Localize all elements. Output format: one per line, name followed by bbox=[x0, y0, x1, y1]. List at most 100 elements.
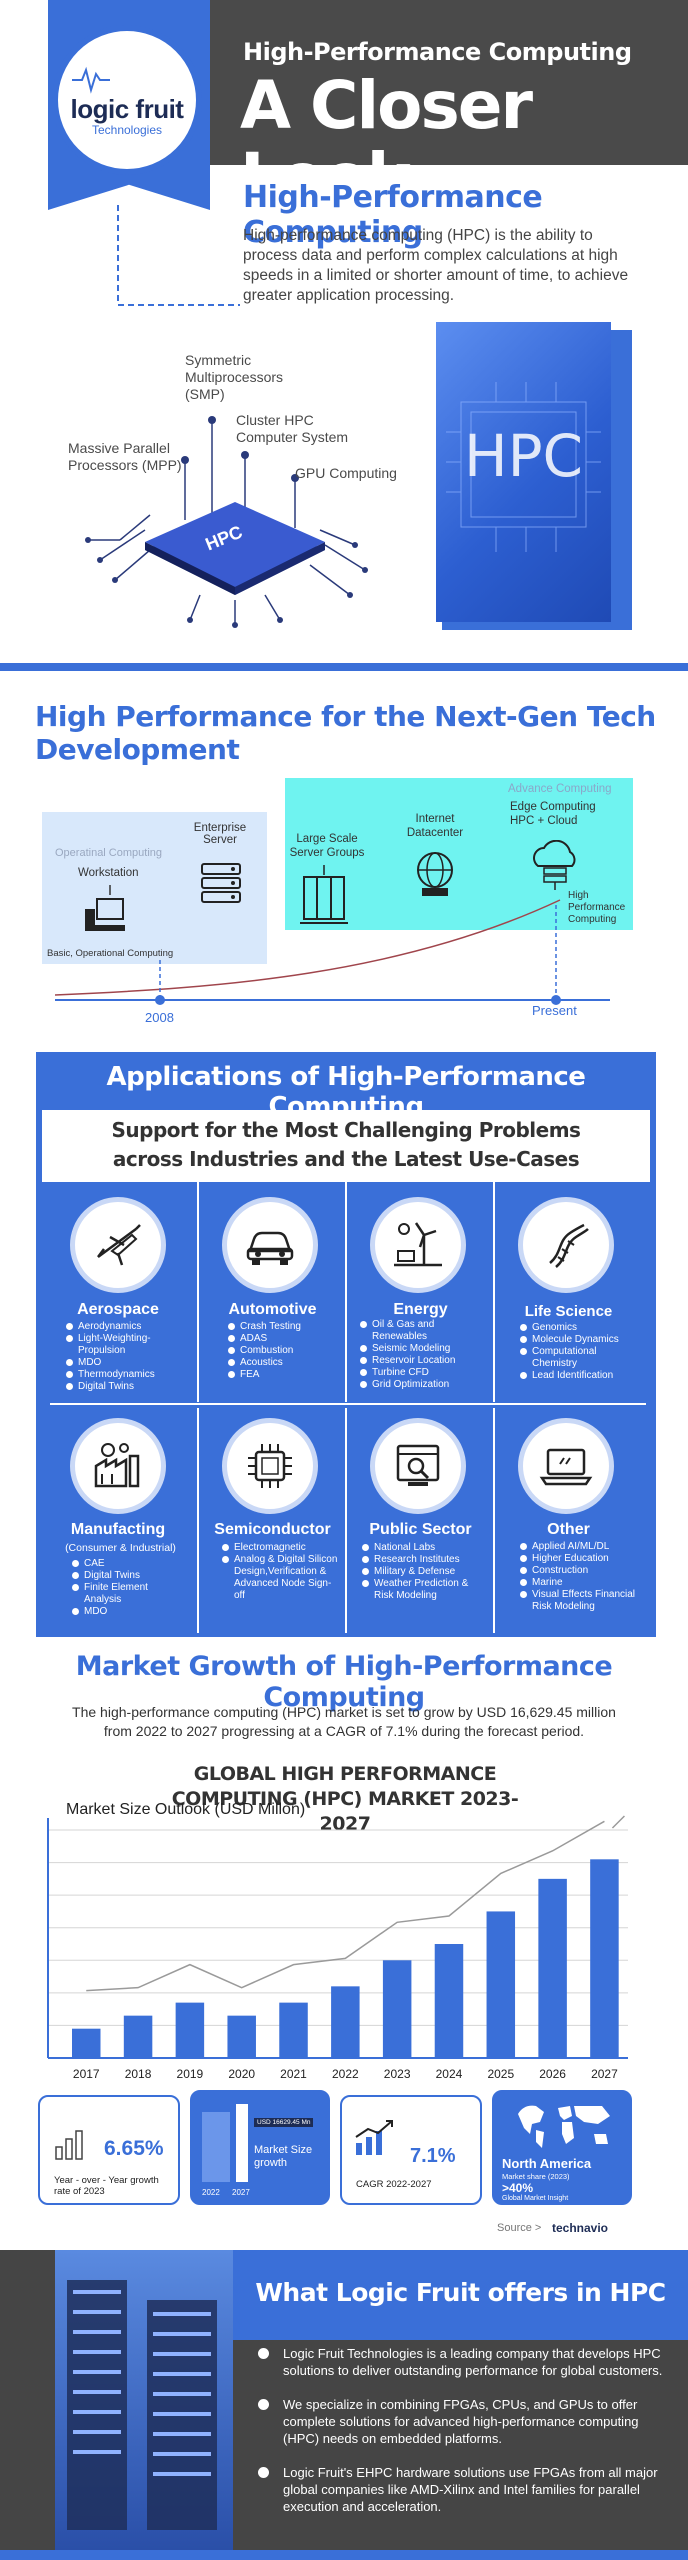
card-title: Life Science bbox=[524, 1303, 613, 1320]
server-rack-image bbox=[55, 2250, 233, 2550]
advance-group-label: Advance Computing bbox=[508, 783, 612, 795]
region-share-label: Market share (2023) bbox=[502, 2172, 570, 2181]
card-item: Digital Twins bbox=[72, 1570, 182, 1582]
separator bbox=[493, 1408, 495, 1633]
dna-icon bbox=[549, 1223, 589, 1268]
chip-icon bbox=[248, 1444, 292, 1488]
intro-text: High-performance computing (HPC) is the … bbox=[243, 227, 629, 304]
card-title: Public Sector bbox=[369, 1521, 472, 1538]
source-link[interactable]: technavio bbox=[552, 2221, 609, 2235]
header-band bbox=[210, 0, 688, 165]
chart-bar bbox=[538, 1878, 567, 2058]
bar-growth-icon bbox=[55, 2130, 83, 2160]
hpc-chip-diagram bbox=[85, 416, 368, 628]
logo-text: logic fruit bbox=[70, 93, 184, 124]
offer-item: We specialize in combining FPGAs, CPUs, … bbox=[258, 2396, 663, 2447]
hpc-image: HPC bbox=[436, 322, 611, 622]
header-subtitle: High-Performance Computing bbox=[243, 38, 632, 66]
airplane-icon bbox=[97, 1224, 141, 1266]
aerospace-icon-circle bbox=[70, 1197, 166, 1293]
card-item: Light-Weighting-Propulsion bbox=[66, 1333, 196, 1357]
card-item: Combustion bbox=[228, 1345, 343, 1357]
large-scale-label: Large Scale Server Groups bbox=[289, 833, 365, 859]
offers-list: Logic Fruit Technologies is a leading co… bbox=[258, 2345, 663, 2515]
card-title: Other bbox=[547, 1521, 590, 1538]
life-science-icon-circle bbox=[518, 1197, 614, 1293]
automotive-icon-circle bbox=[222, 1197, 318, 1293]
yoy-stat-box: 6.65% Year - over - Year growth rate of … bbox=[38, 2095, 180, 2205]
chart-bar bbox=[175, 2002, 205, 2058]
nextgen-heading: High Performance for the Next-Gen Tech D… bbox=[35, 700, 656, 766]
chart-bar bbox=[434, 1944, 464, 2058]
offer-text: We specialize in combining FPGAs, CPUs, … bbox=[283, 2397, 639, 2446]
mpp-label: Massive Parallel Processors (MPP) bbox=[68, 440, 182, 473]
applications-subheading-box bbox=[42, 1110, 650, 1182]
card-list: CAE Digital Twins Finite Element Analysi… bbox=[72, 1558, 182, 1618]
card-title: Automotive bbox=[228, 1301, 317, 1318]
chart-bar bbox=[123, 2015, 153, 2058]
separator bbox=[197, 1182, 199, 1402]
chart-bar bbox=[227, 2015, 256, 2058]
cagr-label: CAGR 2022-2027 bbox=[356, 2179, 432, 2190]
cagr-value: 7.1% bbox=[410, 2145, 456, 2167]
cluster-label: Cluster HPC Computer System bbox=[236, 412, 349, 445]
world-map-icon bbox=[518, 2105, 610, 2148]
card-item: Seismic Modeling bbox=[360, 1343, 492, 1355]
card-item: MDO bbox=[66, 1357, 196, 1369]
card-item: Digital Twins bbox=[66, 1381, 196, 1393]
card-item: Oil & Gas and Renewables bbox=[360, 1319, 492, 1343]
circuit-pattern-icon bbox=[446, 382, 601, 552]
card-item: Weather Prediction & Risk Modeling bbox=[362, 1578, 490, 1602]
card-item: Electromagnetic bbox=[222, 1542, 340, 1554]
x-tick-label: 2023 bbox=[384, 2067, 411, 2081]
trend-line bbox=[86, 1820, 605, 1992]
server-rack-icon bbox=[67, 2280, 217, 2530]
card-item: Turbine CFD bbox=[360, 1367, 492, 1379]
yoy-label: Year - over - Year growth rate of 2023 bbox=[54, 2175, 159, 2197]
separator bbox=[493, 1182, 495, 1402]
datacenter-globe-icon bbox=[417, 852, 453, 896]
card-item: Analog & Digital Silicon Design,Verifica… bbox=[222, 1554, 340, 1602]
chart-bar bbox=[486, 1911, 516, 2058]
public-sector-icon-circle bbox=[370, 1418, 466, 1514]
x-tick-label: 2026 bbox=[539, 2067, 566, 2081]
growth-year-start: 2022 bbox=[202, 2188, 220, 2197]
x-tick-label: 2027 bbox=[591, 2067, 618, 2081]
monitor-search-icon bbox=[396, 1444, 440, 1486]
laptop-icon bbox=[539, 1448, 593, 1486]
card-item: Reservoir Location bbox=[360, 1355, 492, 1367]
region-name: North America bbox=[502, 2156, 592, 2171]
chart-bar bbox=[331, 1986, 360, 2058]
offers-heading-band bbox=[233, 2250, 688, 2340]
basic-label: Basic, Operational Computing bbox=[47, 948, 174, 959]
card-item: Grid Optimization bbox=[360, 1379, 492, 1391]
card-list: Aerodynamics Light-Weighting-Propulsion … bbox=[66, 1321, 196, 1393]
card-item: National Labs bbox=[362, 1542, 490, 1554]
section-divider bbox=[0, 663, 688, 671]
card-item: Marine bbox=[520, 1577, 648, 1589]
card-list: Genomics Molecule Dynamics Computational… bbox=[520, 1322, 630, 1382]
page-title: A Closer Look bbox=[240, 67, 533, 216]
offer-item: Logic Fruit Technologies is a leading co… bbox=[258, 2345, 663, 2379]
card-item: Computational Chemistry bbox=[520, 1346, 630, 1370]
card-item: FEA bbox=[228, 1369, 343, 1381]
enterprise-label: Enterprise Server bbox=[193, 822, 247, 846]
timeline-start: 2008 bbox=[145, 1010, 174, 1025]
offer-text: Logic Fruit Technologies is a leading co… bbox=[283, 2346, 663, 2378]
card-item: Genomics bbox=[520, 1322, 630, 1334]
wind-turbine-icon bbox=[394, 1222, 442, 1267]
growth-stat-box: USD 16629.45 Mn Market Size growth 2022 … bbox=[190, 2090, 330, 2205]
chart-bar bbox=[382, 1960, 412, 2058]
x-tick-label: 2018 bbox=[125, 2067, 152, 2081]
source-label: Source > bbox=[497, 2222, 542, 2234]
card-item: Construction bbox=[520, 1565, 648, 1577]
car-icon bbox=[246, 1231, 294, 1265]
yoy-value: 6.65% bbox=[104, 2137, 164, 2160]
applications-subheading: Support for the Most Challenging Problem… bbox=[111, 1118, 581, 1171]
card-item: Lead Identification bbox=[520, 1370, 630, 1382]
card-item: ADAS bbox=[228, 1333, 343, 1345]
market-heading: Market Growth of High-Performance Comput… bbox=[75, 1651, 613, 1713]
other-icon-circle bbox=[518, 1418, 614, 1514]
growth-bar-small bbox=[202, 2112, 230, 2182]
